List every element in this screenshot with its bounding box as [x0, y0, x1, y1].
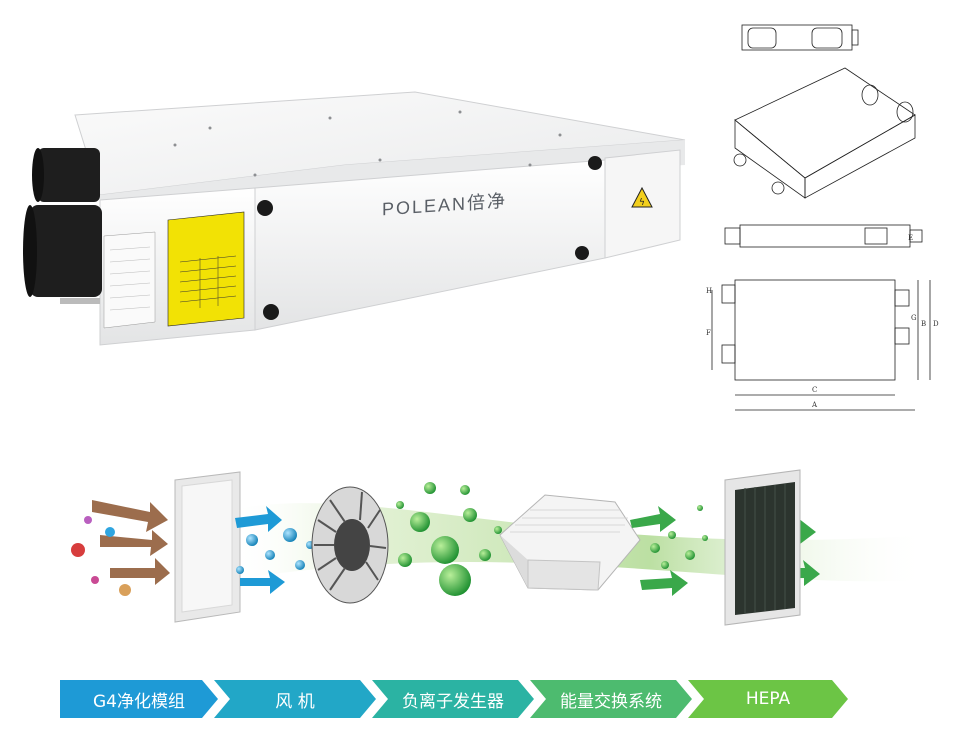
- step-label: HEPA: [745, 689, 791, 709]
- dim-label-d: D: [933, 320, 939, 328]
- svg-text:ϟ: ϟ: [639, 198, 645, 208]
- end-view-drawing: [741, 24, 859, 51]
- dim-label-e: E: [908, 234, 913, 242]
- hepa-filter-graphic: [724, 469, 801, 626]
- airflow-process-illustration: [0, 440, 954, 660]
- side-view-drawing: [724, 224, 923, 248]
- dim-label-g: G: [911, 314, 917, 322]
- fan-wheel-graphic: [311, 486, 389, 604]
- isometric-drawing: [733, 67, 916, 199]
- dim-label-a: A: [811, 401, 818, 409]
- step-hepa: HEPA: [688, 680, 848, 718]
- step-negative-ion: 负离子发生器: [372, 680, 534, 718]
- step-label: 负离子发生器: [402, 691, 504, 712]
- dim-label-h: H: [706, 287, 712, 295]
- process-steps-bar: G4净化模组 风 机 负离子发生器 能量交换系统 HEPA: [60, 680, 850, 718]
- step-g4-filter: G4净化模组: [60, 680, 218, 718]
- g4-filter-graphic: [174, 471, 241, 623]
- step-energy-exchange: 能量交换系统: [530, 680, 692, 718]
- step-fan: 风 机: [214, 680, 376, 718]
- technical-drawings: H F E G B D C A: [700, 0, 954, 430]
- dim-label-c: C: [812, 386, 817, 394]
- plan-view-drawing: [711, 279, 931, 411]
- dim-label-b: B: [921, 320, 926, 328]
- step-label: 能量交换系统: [560, 691, 662, 712]
- ventilation-unit-image: ϟ: [0, 0, 700, 380]
- heat-exchanger-graphic: [499, 494, 641, 591]
- step-label: G4净化模组: [93, 691, 185, 712]
- dim-label-f: F: [706, 329, 711, 337]
- step-label: 风 机: [275, 691, 315, 712]
